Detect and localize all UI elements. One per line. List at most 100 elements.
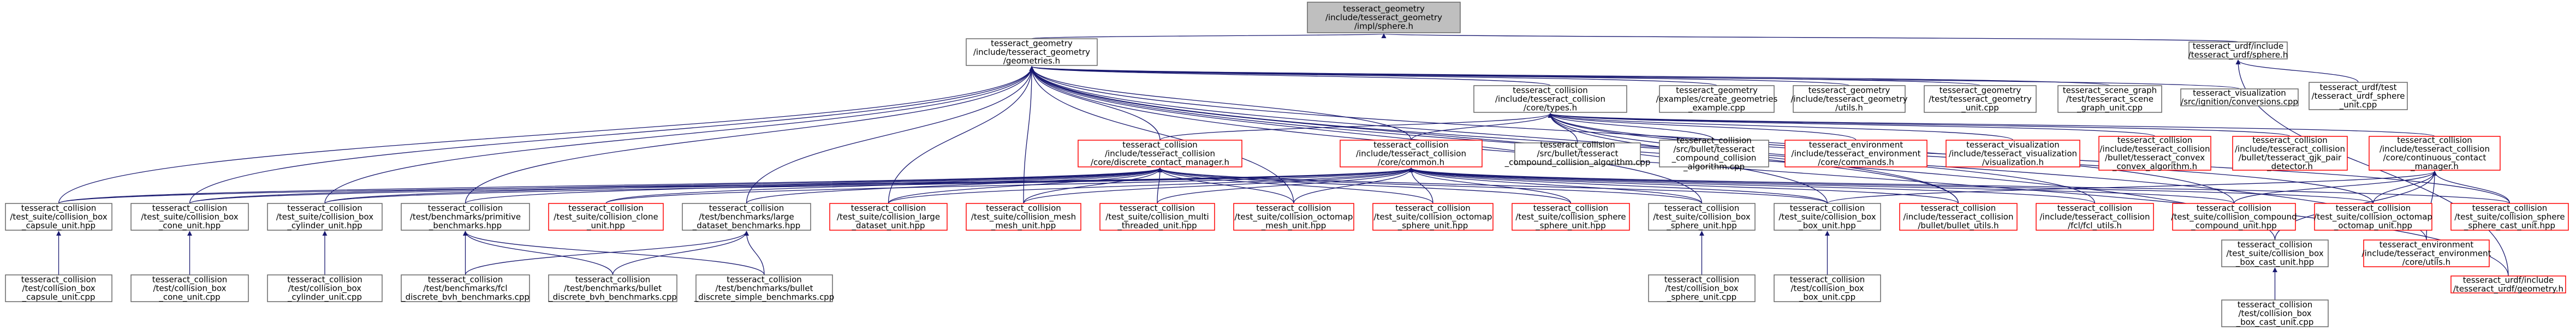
graph-node-primitive-bench[interactable]: tesseract_collision/test/benchmarks/prim… bbox=[401, 203, 530, 231]
graph-node-multi-thread-hpp[interactable]: tesseract_collision/test_suite/collision… bbox=[1099, 203, 1215, 231]
node-label-line: tesseract_geometry bbox=[1676, 86, 1758, 96]
node-box bbox=[1774, 274, 1881, 302]
node-box bbox=[1659, 85, 1775, 113]
graph-edge bbox=[1029, 66, 1161, 141]
node-label-line: /tesseract_urdf/geometry.h bbox=[2453, 284, 2563, 295]
node-label-line: tesseract_collision bbox=[428, 275, 503, 285]
graph-node-box-box-cast-hpp[interactable]: tesseract_collision/test_suite/collision… bbox=[2221, 239, 2329, 268]
node-label-line: /src/bullet/tesseract bbox=[1537, 149, 1619, 159]
graph-node-convex-alg[interactable]: tesseract_collision/include/tesseract_co… bbox=[2098, 135, 2211, 172]
graph-node-mesh-mesh-hpp[interactable]: tesseract_collision/test_suite/collision… bbox=[966, 203, 1081, 231]
node-label-line: /test/collision_box bbox=[153, 284, 226, 294]
node-label-line: /tesseract_urdf_sphere bbox=[2312, 91, 2405, 101]
graph-node-urdf-sphere-unit[interactable]: tesseract_urdf/test/tesseract_urdf_spher… bbox=[2309, 82, 2408, 110]
graph-edge bbox=[189, 66, 1034, 204]
node-label-line: /include/tesseract_collision bbox=[1495, 94, 1605, 105]
node-box bbox=[1899, 203, 2018, 231]
graph-node-capsule-cpp[interactable]: tesseract_collision/test/collision_box_c… bbox=[5, 274, 112, 303]
graph-edge bbox=[2372, 171, 2437, 204]
graph-node-env-commands[interactable]: tesseract_environment/include/tesseract_… bbox=[1784, 140, 1927, 167]
graph-edge bbox=[746, 167, 1163, 204]
graph-edge bbox=[1382, 33, 2239, 43]
graph-node-cylinder-cpp[interactable]: tesseract_collision/test/collision_box_c… bbox=[267, 274, 383, 303]
graph-node-box-box-cast-cpp[interactable]: tesseract_collision/test/collision_box_b… bbox=[2221, 299, 2329, 328]
graph-node-bullet-bvh-bench[interactable]: tesseract_collision/test/benchmarks/bull… bbox=[548, 274, 677, 303]
graph-node-types[interactable]: tesseract_collision/include/tesseract_co… bbox=[1473, 85, 1627, 113]
graph-node-ignition[interactable]: tesseract_visualization/src/ignition/con… bbox=[2180, 88, 2299, 107]
node-label-line: /test_suite/collision_compound bbox=[2171, 212, 2297, 223]
graph-node-discrete-cm[interactable]: tesseract_collision/include/tesseract_co… bbox=[1078, 140, 1242, 168]
node-box bbox=[5, 203, 112, 231]
node-label-line: /impl/sphere.h bbox=[1354, 21, 1413, 31]
graph-node-env-utils[interactable]: tesseract_environment/include/tesseract_… bbox=[2362, 239, 2491, 267]
node-box bbox=[1512, 203, 1630, 231]
node-label-line: tesseract_collision bbox=[1533, 203, 1609, 214]
node-label-line: /core/commands.h bbox=[1818, 158, 1894, 167]
node-label-line: tesseract_collision bbox=[2336, 203, 2411, 214]
node-label-line: _sphere_unit.hpp bbox=[1397, 221, 1468, 231]
graph-node-create-geometries[interactable]: tesseract_geometry/examples/create_geome… bbox=[1656, 85, 1778, 113]
graph-node-octomap-mesh-hpp[interactable]: tesseract_collision/test_suite/collision… bbox=[1233, 203, 1354, 231]
node-label-line: tesseract_collision bbox=[428, 203, 503, 214]
graph-node-bullet-utils[interactable]: tesseract_collision/include/tesseract_co… bbox=[1899, 203, 2018, 231]
node-label-line: _sphere_cast_unit.hpp bbox=[2464, 221, 2555, 231]
graph-node-continuous-cm[interactable]: tesseract_collision/include/tesseract_co… bbox=[2369, 135, 2501, 172]
node-box bbox=[1514, 142, 1641, 165]
node-label-line: /include/tesseract_collision bbox=[2379, 144, 2490, 154]
graph-node-sphere-sphere-hpp[interactable]: tesseract_collision/test_suite/collision… bbox=[1512, 203, 1630, 231]
graph-edge bbox=[1031, 33, 1385, 39]
graph-edge bbox=[1548, 113, 2291, 137]
graph-node-box-sphere-cpp[interactable]: tesseract_collision/test/collision_box_s… bbox=[1648, 274, 1756, 303]
graph-edge bbox=[1548, 113, 1857, 141]
graph-node-cone-hpp[interactable]: tesseract_collision/test_suite/collision… bbox=[130, 203, 249, 231]
graph-edge bbox=[465, 66, 1034, 204]
graph-node-capsule-hpp[interactable]: tesseract_collision/test_suite/collision… bbox=[5, 203, 112, 231]
graph-node-large-bench[interactable]: tesseract_collision/test/benchmarks/larg… bbox=[682, 203, 811, 231]
graph-node-geometries[interactable]: tesseract_geometry/include/tesseract_geo… bbox=[966, 38, 1098, 66]
graph-node-bullet-cca[interactable]: tesseract_collision/src/bullet/tesseract… bbox=[1504, 140, 1651, 168]
graph-node-octomap-sphere-hpp[interactable]: tesseract_collision/test_suite/collision… bbox=[1372, 203, 1494, 231]
graph-node-octomap-octomap-hpp[interactable]: tesseract_collision/test_suite/collision… bbox=[2314, 203, 2432, 231]
graph-node-fcl-utils[interactable]: tesseract_collision/include/tesseract_co… bbox=[2036, 203, 2154, 231]
graph-node-cone-cpp[interactable]: tesseract_collision/test/collision_box_c… bbox=[130, 274, 249, 303]
node-box bbox=[2180, 88, 2299, 106]
node-label-line: /core/continuous_contact bbox=[2383, 153, 2486, 163]
graph-node-geom-unit[interactable]: tesseract_geometry/test/tesseract_geomet… bbox=[1924, 85, 2037, 113]
node-box bbox=[548, 203, 664, 231]
graph-node-urdf-sphere[interactable]: tesseract_urdf/include/tesseract_urdf/sp… bbox=[2188, 41, 2288, 61]
node-label-line: _sphere_unit.hpp bbox=[1535, 221, 1606, 231]
graph-node-cylinder-hpp[interactable]: tesseract_collision/test_suite/collision… bbox=[267, 203, 383, 231]
graph-node-sphere-cast-hpp[interactable]: tesseract_collision/test_suite/collision… bbox=[2450, 203, 2569, 231]
graph-node-gjk-pair[interactable]: tesseract_collision/include/tesseract_co… bbox=[2232, 135, 2348, 172]
graph-edge bbox=[1157, 167, 1163, 204]
graph-node-vis-visualization[interactable]: tesseract_visualization/include/tesserac… bbox=[1946, 140, 2080, 167]
graph-node-scene-graph-unit[interactable]: tesseract_scene_graph/test/tesseract_sce… bbox=[2057, 85, 2162, 113]
graph-node-urdf-geometry[interactable]: tesseract_urdf/include/tesseract_urdf/ge… bbox=[2450, 275, 2566, 295]
graph-node-box-box-cpp[interactable]: tesseract_collision/test/collision_box_b… bbox=[1774, 274, 1881, 303]
graph-node-box-box-hpp[interactable]: tesseract_collision/test_suite/collision… bbox=[1774, 203, 1881, 231]
node-box bbox=[1473, 85, 1627, 113]
graph-node-fcl-bench[interactable]: tesseract_collision/test/benchmarks/fcl_… bbox=[401, 274, 530, 303]
node-box bbox=[2232, 136, 2348, 171]
graph-edge bbox=[58, 66, 1034, 204]
graph-edge bbox=[746, 66, 1034, 204]
graph-node-large-dataset-hpp[interactable]: tesseract_collision/test_suite/collision… bbox=[829, 203, 948, 231]
graph-node-bullet-simple-bench[interactable]: tesseract_collision/test/benchmarks/bull… bbox=[694, 274, 834, 303]
node-label-line: _box_unit.cpp bbox=[1799, 292, 1855, 303]
graph-node-common[interactable]: tesseract_collision/include/tesseract_co… bbox=[1340, 140, 1483, 167]
graph-edge bbox=[189, 167, 1163, 204]
node-label-line: /include/tesseract_geometry bbox=[1325, 13, 1442, 23]
graph-node-box-sphere-hpp[interactable]: tesseract_collision/test_suite/collision… bbox=[1648, 203, 1756, 231]
graph-edge bbox=[463, 231, 614, 275]
graph-node-geom-utils[interactable]: tesseract_geometry/include/tesseract_geo… bbox=[1790, 85, 1908, 113]
node-label-line: /test_suite/collision_sphere bbox=[2454, 212, 2565, 223]
node-label-line: /test/benchmarks/bullet bbox=[716, 284, 813, 293]
node-label-line: /include/tesseract_collision bbox=[2099, 144, 2210, 154]
node-layer: tesseract_geometry/include/tesseract_geo… bbox=[5, 2, 2569, 328]
node-label-line: /test_suite/collision_box bbox=[10, 212, 107, 223]
node-box bbox=[130, 203, 249, 231]
graph-node-bullet-cca-h[interactable]: tesseract_collision/src/bullet/tesseract… bbox=[1659, 136, 1769, 172]
node-label-line: tesseract_collision bbox=[2197, 203, 2272, 214]
graph-node-compound-hpp[interactable]: tesseract_collision/test_suite/collision… bbox=[2171, 203, 2297, 231]
graph-node-clone-hpp[interactable]: tesseract_collision/test_suite/collision… bbox=[548, 203, 664, 231]
